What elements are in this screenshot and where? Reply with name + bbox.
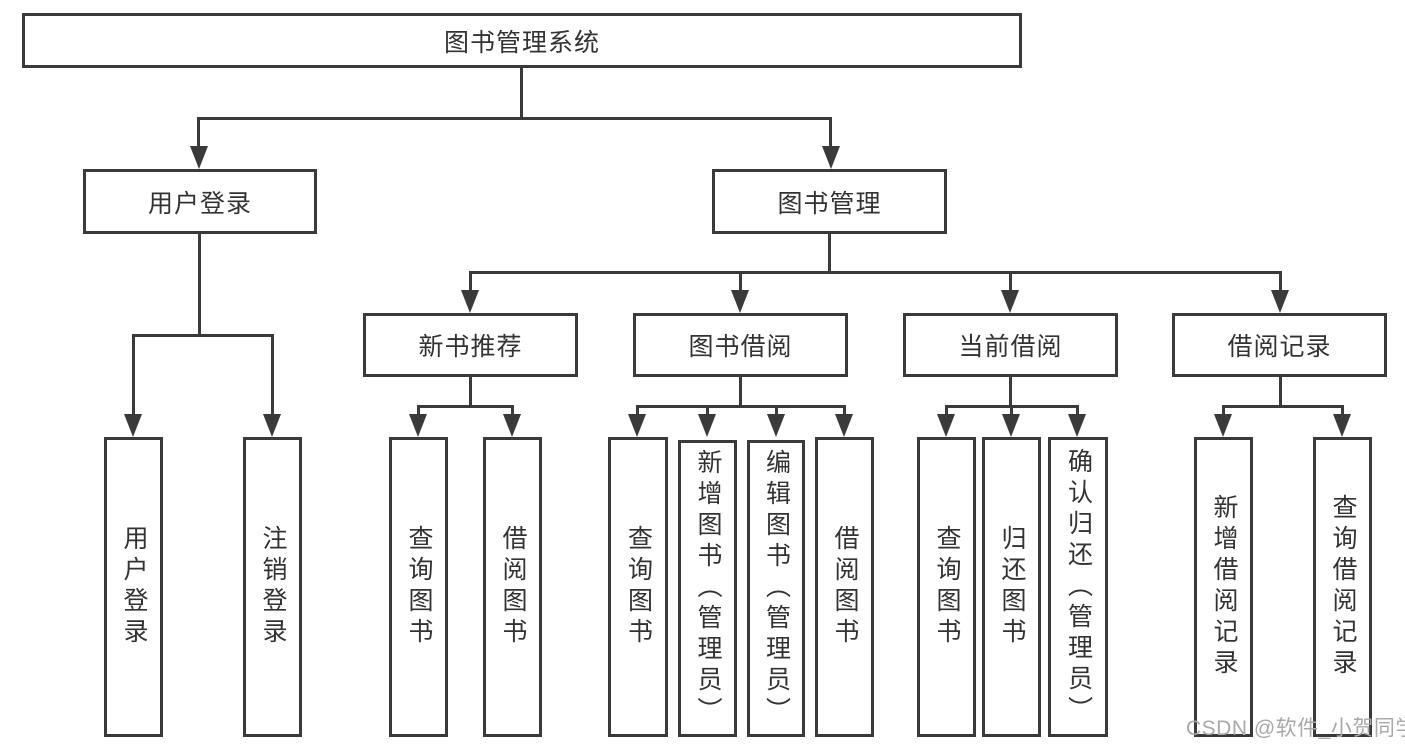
arrow-down-icon (190, 146, 208, 169)
node-label: 归还图书 (998, 525, 1026, 649)
leaf-logout: 注销登录 (243, 437, 302, 737)
connector-line (469, 271, 472, 293)
connector-line (271, 334, 274, 417)
node-label: 查询图书 (405, 525, 433, 649)
arrow-down-icon (628, 414, 646, 437)
arrow-down-icon (1001, 290, 1019, 313)
node-label: 新增图书（管理员） (694, 449, 722, 728)
leaf-br-query-record: 查询借阅记录 (1313, 437, 1372, 737)
node-label: 用户登录 (120, 525, 148, 649)
connector-line (469, 271, 1282, 274)
connector-line (1010, 405, 1013, 418)
connector-line (511, 405, 514, 418)
arrow-down-icon (937, 414, 955, 437)
connector-line (417, 405, 514, 408)
arrow-down-icon (503, 414, 521, 437)
node-new-book-recommend: 新书推荐 (363, 313, 578, 377)
node-label: 编辑图书（管理员） (762, 449, 791, 728)
connector-line (1279, 375, 1282, 407)
connector-line (636, 405, 639, 418)
arrow-down-icon (461, 290, 479, 313)
arrow-down-icon (835, 414, 853, 437)
connector-line (132, 334, 274, 337)
node-label: 用户登录 (147, 189, 252, 218)
connector-line (739, 271, 742, 293)
watermark: CSDN @软件_小贺同学 (1186, 717, 1405, 740)
connector-line (520, 68, 523, 120)
node-label: 图书管理系统 (443, 28, 600, 57)
leaf-nbr-query-books: 查询图书 (389, 437, 448, 737)
leaf-cb-confirm-return-admin: 确认归还（管理员） (1048, 437, 1108, 737)
connector-line (636, 405, 846, 408)
leaf-cb-return-books: 归还图书 (982, 437, 1041, 737)
arrow-down-icon (263, 414, 281, 437)
arrow-down-icon (698, 414, 716, 437)
connector-line (1222, 405, 1344, 408)
leaf-bb-add-book-admin: 新增图书（管理员） (678, 440, 737, 737)
leaf-bb-query-books: 查询图书 (608, 437, 668, 737)
leaf-nbr-borrow-books: 借阅图书 (483, 437, 542, 737)
connector-line (828, 232, 831, 273)
node-label: 借阅记录 (1227, 333, 1332, 361)
connector-line (739, 375, 742, 407)
connector-line (1076, 405, 1079, 418)
connector-line (197, 117, 832, 120)
connector-line (843, 405, 846, 418)
connector-line (1341, 405, 1344, 418)
node-label: 图书借阅 (688, 333, 793, 361)
node-label: 新书推荐 (418, 333, 523, 361)
arrow-down-icon (124, 414, 142, 437)
node-label: 查询借阅记录 (1329, 494, 1357, 680)
leaf-bb-borrow-books: 借阅图书 (815, 437, 874, 737)
node-label: 图书管理 (777, 189, 882, 218)
node-system-root: 图书管理系统 (22, 13, 1022, 68)
connector-line (829, 117, 832, 149)
connector-line (1279, 271, 1282, 293)
connector-line (417, 405, 420, 418)
arrow-down-icon (1068, 414, 1086, 437)
connector-line (132, 334, 135, 417)
node-user-login-group: 用户登录 (83, 169, 317, 234)
node-label: 查询图书 (624, 525, 653, 649)
connector-line (775, 405, 778, 418)
node-borrow-records: 借阅记录 (1172, 313, 1387, 377)
connector-line (1222, 405, 1225, 418)
connector-line (197, 117, 200, 149)
leaf-user-login: 用户登录 (104, 437, 163, 737)
arrow-down-icon (1002, 414, 1020, 437)
node-label: 新增借阅记录 (1210, 494, 1238, 680)
node-label: 借阅图书 (831, 525, 859, 649)
node-current-borrow: 当前借阅 (903, 313, 1118, 377)
arrow-down-icon (409, 414, 427, 437)
leaf-br-add-record: 新增借阅记录 (1194, 437, 1253, 737)
node-label: 当前借阅 (958, 333, 1063, 361)
connector-line (1009, 375, 1012, 407)
connector-line (706, 405, 709, 418)
node-label: 借阅图书 (499, 525, 527, 649)
node-label: 注销登录 (259, 525, 287, 649)
leaf-cb-query-books: 查询图书 (917, 437, 976, 737)
node-book-management: 图书管理 (712, 169, 947, 234)
connector-line (1009, 271, 1012, 293)
node-label: 查询图书 (933, 525, 961, 649)
arrow-down-icon (1271, 290, 1289, 313)
connector-line (945, 405, 1079, 408)
arrow-down-icon (1333, 414, 1351, 437)
arrow-down-icon (822, 146, 840, 169)
connector-line (198, 232, 201, 336)
node-label: 确认归还（管理员） (1064, 447, 1093, 727)
leaf-bb-edit-book-admin: 编辑图书（管理员） (747, 440, 805, 737)
node-book-borrow: 图书借阅 (633, 313, 848, 377)
connector-line (945, 405, 948, 418)
connector-line (469, 375, 472, 407)
arrow-down-icon (767, 414, 785, 437)
arrow-down-icon (1214, 414, 1232, 437)
arrow-down-icon (731, 290, 749, 313)
